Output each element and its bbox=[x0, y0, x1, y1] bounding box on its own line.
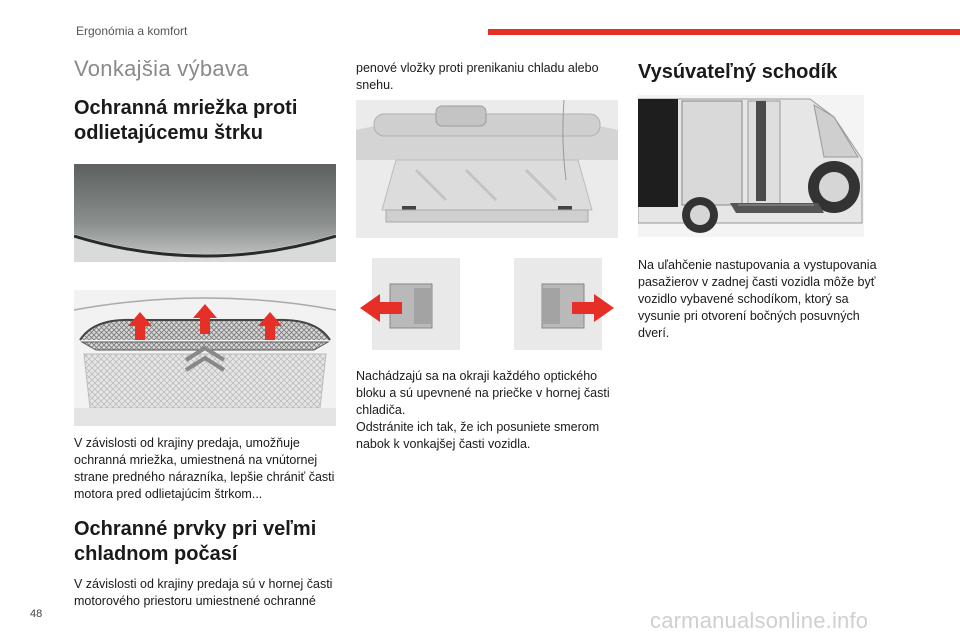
heading-cold-weather: Ochranné prvky pri veľmi chladnom počasí bbox=[74, 518, 317, 565]
figure-foam-detail bbox=[356, 258, 618, 350]
para-gravel-guard: V závislosti od krajiny predaja, umožňuj… bbox=[74, 436, 335, 501]
para-foam-location: Nachádzajú sa na okraji každého optickéh… bbox=[356, 369, 610, 451]
up-arrow-icon bbox=[128, 304, 282, 340]
figure-grille bbox=[74, 290, 336, 426]
para-side-step: Na uľahčenie nastupovania a vystupovania… bbox=[638, 258, 877, 340]
right-arrow-icon bbox=[572, 294, 614, 322]
figure-hood bbox=[74, 164, 336, 262]
column-right: Vysúvateľný schodík Na uľahčenie nastupo… bbox=[638, 60, 900, 342]
heading-gravel-guard: Ochranná mriežka proti odlietajúcemu štr… bbox=[74, 97, 298, 144]
para-cold-weather: V závislosti od krajiny predaja sú v hor… bbox=[74, 577, 333, 608]
watermark: carmanualsonline.info bbox=[650, 608, 869, 633]
header-chapter: Ergonómia a komfort bbox=[76, 24, 188, 38]
column-middle: penové vložky proti prenikaniu chladu al… bbox=[356, 60, 618, 453]
heading-side-step: Vysúvateľný schodík bbox=[638, 61, 838, 83]
page-number: 48 bbox=[30, 608, 43, 620]
section-title: Vonkajšia výbava bbox=[74, 56, 249, 81]
left-arrow-icon bbox=[360, 294, 402, 322]
figure-side-step bbox=[638, 95, 864, 237]
column-left: Vonkajšia výbava Ochranná mriežka proti … bbox=[74, 52, 336, 610]
figure-engine-bay bbox=[356, 100, 618, 238]
para-foam-inserts: penové vložky proti prenikaniu chladu al… bbox=[356, 61, 599, 92]
header-accent-bar bbox=[488, 29, 960, 35]
